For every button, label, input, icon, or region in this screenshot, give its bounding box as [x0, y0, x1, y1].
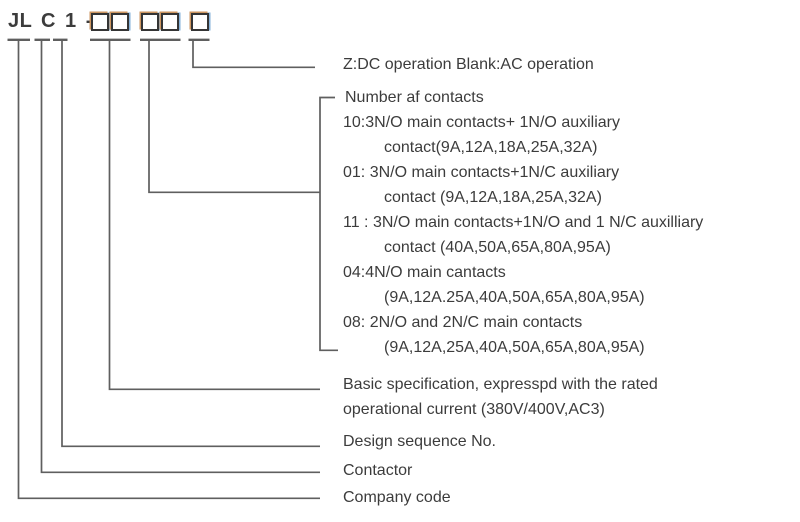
connector-operation	[192, 40, 315, 69]
label-contact-line: contact (9A,12A,18A,25A,32A)	[384, 189, 602, 206]
label-contact-line: 01: 3N/O main contacts+1N/C auxiliary	[343, 164, 620, 181]
label-operation-mode: Z:DC operation Blank:AC operation	[343, 56, 594, 73]
label-contact-line: 04:4N/O main cantacts	[343, 264, 506, 281]
label-basic-spec-line2: operational current (380V/400V,AC3)	[343, 401, 605, 418]
code-digit-box-4	[161, 13, 179, 31]
connector-basic-spec	[108, 40, 320, 391]
contacts-bracket	[319, 96, 338, 352]
connector-contactor	[40, 40, 320, 474]
code-digit-box-1	[91, 13, 109, 31]
label-contact-line: 08: 2N/O and 2N/C main contacts	[343, 314, 583, 331]
code-digit-box-2	[111, 13, 129, 31]
connector-company-code	[17, 40, 320, 500]
connector-design-sequence	[61, 40, 320, 448]
label-contact-line: 10:3N/O main contacts+ 1N/O auxiliary	[343, 114, 621, 131]
label-contact-line: 11 : 3N/O main contacts+1N/O and 1 N/C a…	[343, 214, 704, 231]
code-digit-box-5	[191, 13, 209, 31]
label-basic-spec-line1: Basic specification, expresspd with the …	[343, 376, 658, 393]
label-contact-line: (9A,12A,25A,40A,50A,65A,80A,95A)	[384, 339, 645, 356]
label-design-sequence: Design sequence No.	[343, 433, 496, 450]
label-contacts-header: Number af contacts	[345, 89, 484, 106]
label-contact-line: contact (40A,50A,65A,80A,95A)	[384, 239, 611, 256]
model-code-text: JL C 1 -	[8, 10, 93, 32]
connector-contacts	[148, 40, 320, 194]
code-digit-box-3	[141, 13, 159, 31]
label-contact-line: contact(9A,12A,18A,25A,32A)	[384, 139, 598, 156]
label-company-code: Company code	[343, 489, 451, 506]
label-contactor: Contactor	[343, 462, 413, 479]
label-contact-line: (9A,12A.25A,40A,50A,65A,80A,95A)	[384, 289, 645, 306]
